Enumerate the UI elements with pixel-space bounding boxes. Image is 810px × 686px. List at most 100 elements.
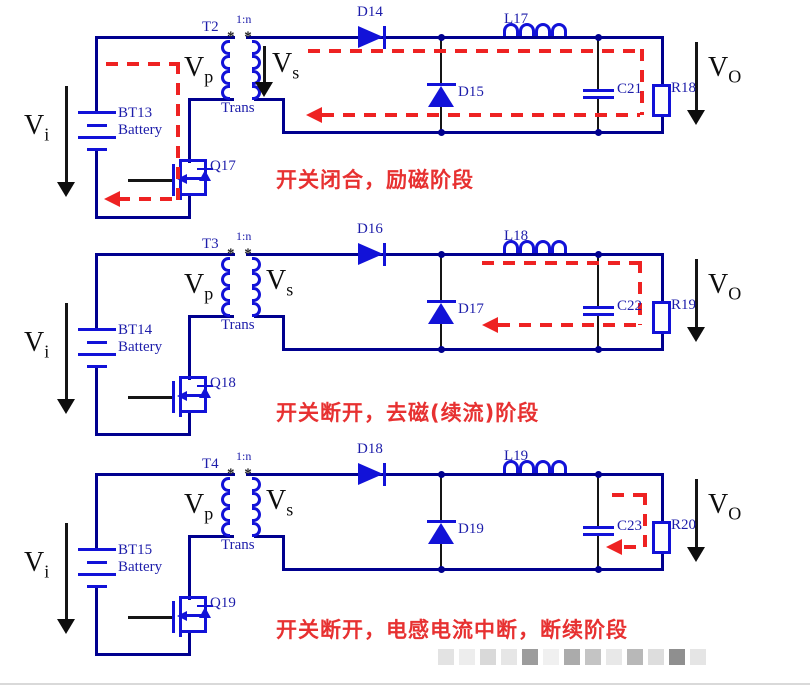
- mosfet-body-stub: [186, 177, 204, 180]
- watermark-block: [564, 649, 580, 665]
- watermark-block: [669, 649, 685, 665]
- v-main: V: [272, 48, 293, 79]
- capacitor-plate: [583, 89, 614, 92]
- output-voltage-arrow-head-icon: [687, 327, 705, 342]
- freewheel-diode-name: D17: [458, 301, 484, 317]
- freewheel-diode-symbol: [428, 303, 454, 324]
- junction-dot: [595, 251, 602, 258]
- watermark-block: [543, 649, 559, 665]
- body-diode-bar: [197, 605, 213, 607]
- current-path-dash: [643, 493, 647, 547]
- battery-plate: [78, 548, 116, 551]
- mosfet-source-stub: [179, 630, 207, 633]
- input-voltage-label: Vi: [24, 110, 50, 145]
- turns-ratio: 1:n: [236, 449, 252, 463]
- wire: [282, 568, 664, 571]
- body-diode-bar: [197, 385, 213, 387]
- battery-plate: [78, 573, 116, 576]
- polarity-marks: * *: [227, 29, 255, 45]
- capacitor-name: C22: [617, 298, 643, 314]
- inductor-symbol: [503, 240, 567, 253]
- rectifier-diode-name: D16: [357, 221, 383, 237]
- current-path-dash: [612, 493, 645, 497]
- bottom-divider: [0, 683, 810, 685]
- v-main: V: [266, 265, 287, 296]
- primary-voltage-label: Vp: [184, 269, 213, 303]
- junction-dot: [438, 566, 445, 573]
- stage-caption: 开关断开，电感电流中断，断续阶段: [276, 618, 628, 642]
- watermark-block: [459, 649, 475, 665]
- circuit-stage-3: T4 1:n * * Trans BT15 Battery Q19 D18 D1…: [0, 437, 810, 667]
- output-voltage-label: VO: [708, 269, 741, 303]
- battery-plate: [78, 353, 116, 356]
- battery-plate: [87, 365, 107, 368]
- stage-caption: 开关断开，去磁(续流)阶段: [276, 401, 540, 425]
- capacitor-plate: [583, 313, 614, 316]
- current-path-dash: [118, 197, 176, 201]
- mosfet-name: Q17: [210, 158, 236, 174]
- v-main: V: [708, 52, 729, 83]
- v-main: V: [708, 489, 729, 520]
- wire: [597, 256, 599, 308]
- rectifier-diode-name: D14: [357, 4, 383, 20]
- inductor-name: L19: [504, 448, 529, 464]
- output-voltage-arrow-shaft: [695, 259, 698, 329]
- circuit-stage-2: T3 1:n * * Trans BT14 Battery Q18 D16 D1…: [0, 217, 810, 437]
- turns-ratio: 1:n: [236, 12, 252, 26]
- rectifier-diode-symbol: [358, 26, 383, 48]
- wire: [95, 368, 98, 436]
- mosfet-drain-stub: [179, 159, 207, 162]
- output-voltage-label: VO: [708, 489, 741, 523]
- current-path-dash: [308, 49, 642, 53]
- wire: [661, 113, 664, 134]
- mosfet-drain-stub: [179, 596, 207, 599]
- wire: [282, 98, 285, 134]
- mosfet-name: Q19: [210, 595, 236, 611]
- battery-name: BT13: [118, 105, 153, 121]
- mosfet-arrow-icon: [177, 391, 187, 401]
- wire: [95, 253, 98, 331]
- wire: [95, 588, 98, 656]
- input-current-arrow-shaft: [65, 303, 68, 401]
- wire: [440, 104, 442, 133]
- resistor-symbol: [652, 301, 671, 334]
- transformer-secondary-winding: [252, 477, 261, 537]
- rectifier-diode-name: D18: [357, 441, 383, 457]
- junction-dot: [595, 129, 602, 136]
- input-current-arrow-shaft: [65, 86, 68, 184]
- wire: [95, 473, 235, 476]
- transformer-label: Trans: [221, 317, 255, 333]
- junction-dot: [438, 471, 445, 478]
- wire: [246, 473, 664, 476]
- v-main: V: [184, 52, 205, 83]
- v-sub: i: [44, 341, 50, 362]
- v-main: V: [708, 269, 729, 300]
- capacitor-plate: [583, 526, 614, 529]
- circuit-stage-1: T2 1:n * * Trans BT13 Battery Q17 D14 D1…: [0, 0, 810, 219]
- current-direction-arrow-icon: [306, 107, 322, 123]
- transformer-primary-winding: [221, 40, 230, 100]
- mosfet-gate-lead: [128, 616, 174, 619]
- wire: [282, 315, 285, 351]
- secondary-voltage-arrow-shaft: [263, 46, 266, 84]
- wire: [597, 476, 599, 528]
- wire: [661, 550, 664, 571]
- wire: [95, 473, 98, 551]
- v-sub: i: [44, 124, 50, 145]
- rectifier-diode-cathode-bar: [383, 26, 386, 49]
- wire: [188, 535, 191, 600]
- wire: [254, 315, 285, 318]
- wire: [188, 315, 234, 318]
- wire: [246, 36, 664, 39]
- battery-plate: [78, 136, 116, 139]
- rectifier-diode-cathode-bar: [383, 463, 386, 486]
- wire: [440, 39, 442, 85]
- wire: [661, 473, 664, 523]
- junction-dot: [595, 471, 602, 478]
- stage-caption: 开关闭合，励磁阶段: [276, 168, 474, 192]
- watermark-block: [501, 649, 517, 665]
- battery-plate: [78, 111, 116, 114]
- wire: [95, 151, 98, 219]
- turns-ratio: 1:n: [236, 229, 252, 243]
- current-path-dash: [624, 545, 645, 549]
